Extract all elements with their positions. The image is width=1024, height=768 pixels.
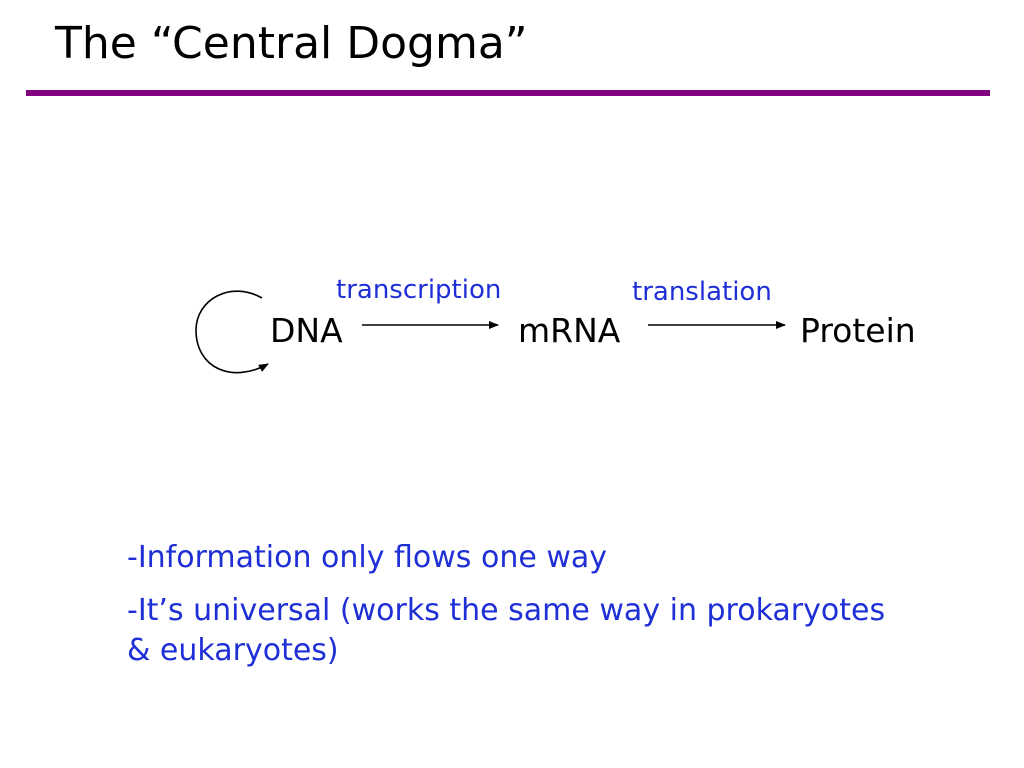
- title-divider: [26, 90, 990, 96]
- replication-loop-arrow: [195, 290, 269, 374]
- mrna-label: mRNA: [518, 311, 621, 350]
- translation-label: translation: [632, 277, 772, 307]
- bullet-universal: -It’s universal (works the same way in p…: [127, 592, 886, 669]
- transcription-label: transcription: [336, 275, 502, 305]
- bullet-information-flow: -Information only flows one way: [127, 540, 607, 575]
- slide-title: The “Central Dogma”: [55, 18, 528, 69]
- bullet-list: -Information only flows one way -It’s un…: [127, 538, 887, 684]
- protein-label: Protein: [800, 311, 916, 350]
- dna-label: DNA: [270, 311, 343, 350]
